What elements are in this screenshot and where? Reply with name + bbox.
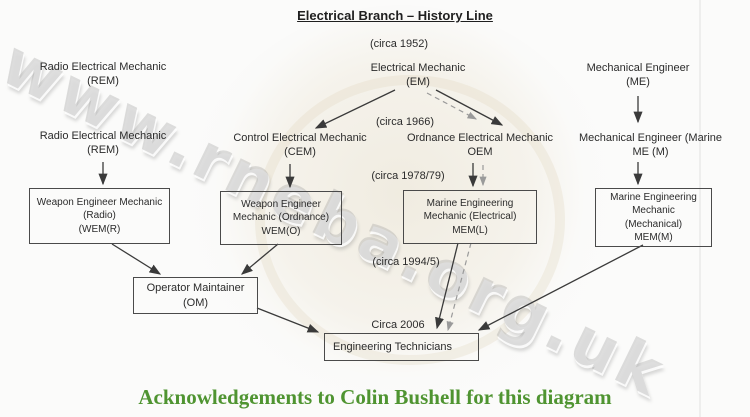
box-line: Mechanic (Electrical) [423,211,517,223]
box-line: (Radio) [83,210,116,222]
box-operator-maintainer: Operator Maintainer (OM) [133,277,258,314]
box-line: Marine Engineering [610,192,697,204]
era-1966-label: (circa 1966) [375,116,435,128]
node-radio-electrical-mechanic-mid: Radio Electrical Mechanic (REM) [9,129,197,158]
node-line: Mechanical Engineer (Marine [578,132,723,144]
node-line: Radio Electrical Mechanic [39,61,167,73]
node-line: Radio Electrical Mechanic [39,130,167,142]
diagram-title: Electrical Branch – History Line [297,8,493,23]
era-1952-label: (circa 1952) [369,38,429,50]
box-line: WEM(O) [261,225,301,237]
node-line: (EM) [406,76,430,89]
era-2006-label: Circa 2006 [371,319,425,331]
node-line: Mechanical Engineer [586,62,690,74]
box-line: Engineering Technicians [333,340,453,353]
node-line: Electrical Mechanic [370,62,466,74]
node-line: OEM [467,146,493,159]
box-line: (OM) [182,296,209,309]
node-line: Control Electrical Mechanic [233,132,367,144]
box-line: MEM(L) [452,224,488,236]
box-weapon-engineer-mechanic-ordnance: Weapon Engineer Mechanic (Ordnance) WEM(… [220,191,342,245]
node-ordnance-electrical-mechanic: Ordnance Electrical Mechanic OEM [387,131,573,160]
box-weapon-engineer-mechanic-radio: Weapon Engineer Mechanic (Radio) (WEM(R) [29,188,170,244]
box-line: Weapon Engineer [241,199,321,211]
node-mechanical-engineer: Mechanical Engineer (ME) [543,61,733,90]
node-line: ME (M) [632,146,669,159]
node-line: (REM) [87,144,119,157]
node-control-electrical-mechanic: Control Electrical Mechanic (CEM) [207,131,393,160]
era-1978-label: (circa 1978/79) [371,170,445,182]
node-radio-electrical-mechanic-top: Radio Electrical Mechanic (REM) [9,60,197,89]
node-line: (CEM) [284,146,316,159]
node-mechanical-engineer-marine: Mechanical Engineer (Marine ME (M) [558,131,743,160]
box-marine-engineering-mechanic-electrical: Marine Engineering Mechanic (Electrical)… [403,190,537,244]
node-line: (REM) [87,75,119,88]
acknowledgement-caption: Acknowledgements to Colin Bushell for th… [138,385,612,409]
box-line: (WEM(R) [78,223,121,235]
box-engineering-technicians: Engineering Technicians [324,333,479,361]
box-line: Weapon Engineer Mechanic [36,197,163,209]
box-line: Mechanic (Ordnance) [232,212,330,224]
box-line: (Mechanical) [624,218,683,230]
scan-crease-line [699,0,701,417]
node-line: (ME) [626,76,650,89]
node-line: Ordnance Electrical Mechanic [406,132,554,144]
box-line: Operator Maintainer [146,281,245,294]
node-electrical-mechanic: Electrical Mechanic (EM) [328,61,508,90]
box-line: Marine Engineering [426,198,514,210]
era-1994-label: (circa 1994/5) [372,256,440,268]
box-line: Mechanic [632,205,675,217]
box-line: MEM(M) [634,231,673,243]
box-marine-engineering-mechanic-mechanical: Marine Engineering Mechanic (Mechanical)… [595,188,712,247]
